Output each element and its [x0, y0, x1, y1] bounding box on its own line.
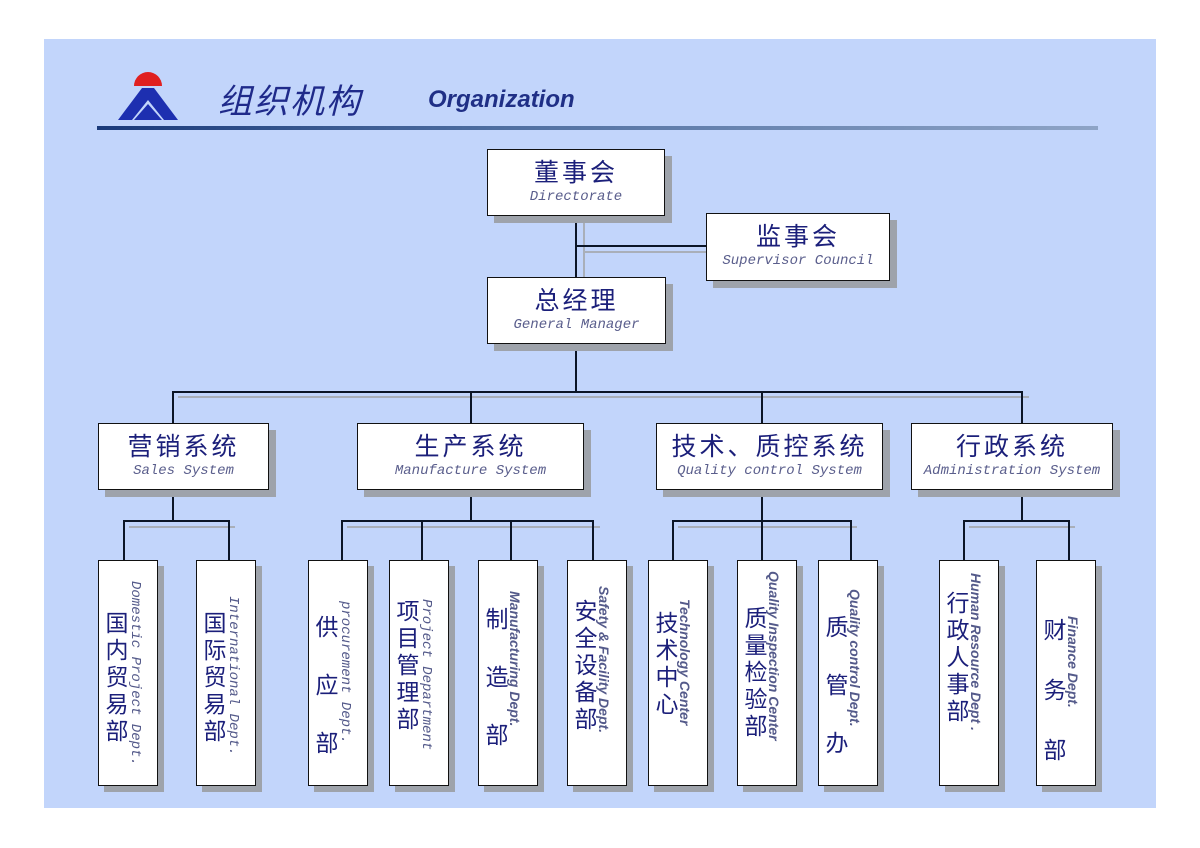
dept-human-resource[interactable]: 行政人事部 Human Resource Dept .: [939, 560, 999, 786]
dept-domestic-trade[interactable]: 国内贸易部 Domestic Project Dept.: [98, 560, 158, 786]
node-label-en: Quality control System: [677, 463, 862, 479]
node-label-cn: 董事会: [533, 158, 618, 187]
dept-procurement[interactable]: 供应部 procurement Dept.: [308, 560, 368, 786]
node-manufacture-system[interactable]: 生产系统 Manufacture System: [357, 423, 584, 490]
dept-manufacturing[interactable]: 制造部 Manufacturing Dept.: [478, 560, 538, 786]
connector-admin: [1021, 391, 1023, 423]
dept-label-cn: 供应部: [315, 615, 339, 757]
node-label-cn: 营销系统: [127, 432, 240, 461]
node-label-cn: 行政系统: [955, 432, 1068, 461]
dept-label-en: Quality Inspection Center: [766, 571, 782, 741]
connector-shadow: [178, 396, 1029, 398]
connector-quality: [761, 391, 763, 423]
connector-shadow: [678, 526, 857, 528]
connector-gm-systems: [575, 344, 577, 392]
connector-systems-bus: [172, 391, 1023, 393]
dept-finance[interactable]: 财务部 Finance Dept.: [1036, 560, 1096, 786]
node-label-en: Manufacture System: [394, 463, 547, 479]
connector-dept: [592, 520, 594, 560]
dept-label-cn: 质管办: [825, 615, 849, 757]
node-label-cn: 监事会: [755, 222, 840, 251]
dept-label-cn: 国内贸易部: [105, 611, 129, 745]
dept-label-en: Technology Center: [677, 599, 693, 726]
page-title-english: Organization: [428, 86, 575, 113]
page-title-chinese: 组织机构: [218, 82, 362, 122]
dept-label-en: Human Resource Dept .: [968, 573, 984, 731]
connector-manufacture-down: [470, 490, 472, 521]
connector-admin-down: [1021, 490, 1023, 521]
node-label-cn: 技术、质控系统: [671, 432, 868, 461]
connector-dept: [421, 520, 423, 560]
dept-label-en: Domestic Project Dept.: [127, 581, 143, 766]
connector-manufacture: [470, 391, 472, 423]
dept-label-en: Finance Dept.: [1065, 616, 1081, 708]
dept-label-en: procurement Dept.: [337, 601, 353, 744]
connector-shadow: [583, 251, 706, 253]
dept-label-cn: 技术中心: [655, 611, 679, 718]
connector-sales-bus: [123, 520, 229, 522]
node-label-cn: 生产系统: [414, 432, 527, 461]
connector-dept: [510, 520, 512, 560]
company-logo-triangle-icon: [118, 72, 178, 120]
node-quality-control-system[interactable]: 技术、质控系统 Quality control System: [656, 423, 883, 490]
dept-quality-control-office[interactable]: 质管办 Quality control Dept.: [818, 560, 878, 786]
dept-quality-inspection[interactable]: 质量检验部 Quality Inspection Center: [737, 560, 797, 786]
dept-label-cn: 质量检验部: [744, 606, 768, 740]
connector-shadow: [969, 526, 1075, 528]
connector-dept: [850, 520, 852, 560]
node-directorate[interactable]: 董事会 Directorate: [487, 149, 665, 216]
dept-label-en: Quality control Dept.: [847, 589, 863, 727]
connector-dept: [341, 520, 343, 560]
connector-dept: [761, 520, 763, 560]
node-label-cn: 总经理: [534, 286, 619, 315]
dept-label-en: Safety & Facility Dept.: [596, 586, 612, 734]
dept-project-management[interactable]: 项目管理部 Project Department: [389, 560, 449, 786]
dept-international-trade[interactable]: 国际贸易部 International Dept.: [196, 560, 256, 786]
connector-sales: [172, 391, 174, 423]
node-general-manager[interactable]: 总经理 General Manager: [487, 277, 666, 344]
node-label-en: Administration System: [923, 463, 1101, 479]
connector-supervisor: [575, 245, 706, 247]
node-label-en: Supervisor Council: [722, 253, 874, 269]
connector-dept: [123, 520, 125, 560]
node-supervisor-council[interactable]: 监事会 Supervisor Council: [706, 213, 890, 281]
dept-label-cn: 安全设备部: [574, 599, 598, 733]
header-divider: [97, 126, 1098, 130]
node-label-en: General Manager: [513, 317, 640, 333]
dept-safety-facility[interactable]: 安全设备部 Safety & Facility Dept.: [567, 560, 627, 786]
node-administration-system[interactable]: 行政系统 Administration System: [911, 423, 1113, 490]
dept-label-cn: 国际贸易部: [203, 611, 227, 745]
dept-technology-center[interactable]: 技术中心 Technology Center: [648, 560, 708, 786]
connector-shadow: [129, 526, 235, 528]
connector-admin-bus: [963, 520, 1069, 522]
dept-label-en: Project Department: [418, 599, 434, 751]
node-label-en: Sales System: [133, 463, 234, 479]
dept-label-cn: 行政人事部: [946, 591, 970, 725]
connector-shadow: [347, 526, 600, 528]
dept-label-en: International Dept.: [225, 596, 241, 756]
connector-manufacture-bus: [341, 520, 594, 522]
connector-quality-down: [761, 490, 763, 521]
dept-label-cn: 制造部: [485, 607, 509, 749]
node-label-en: Directorate: [529, 189, 623, 205]
dept-label-cn: 项目管理部: [396, 599, 420, 733]
connector-dept: [228, 520, 230, 560]
connector-dept: [672, 520, 674, 560]
node-sales-system[interactable]: 营销系统 Sales System: [98, 423, 269, 490]
dept-label-en: Manufacturing Dept.: [507, 591, 523, 727]
connector-dept: [963, 520, 965, 560]
connector-sales-down: [172, 490, 174, 521]
connector-dept: [1068, 520, 1070, 560]
dept-label-cn: 财务部: [1043, 618, 1067, 764]
